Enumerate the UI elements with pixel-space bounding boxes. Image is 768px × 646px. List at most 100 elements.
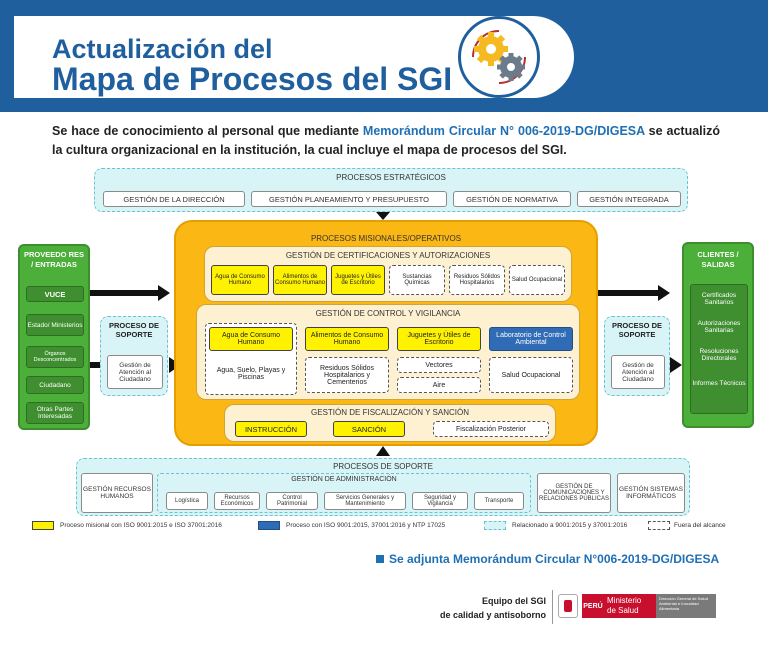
down-arrow — [376, 212, 390, 220]
support-right-item: Gestión de Atención al Ciudadano — [611, 355, 665, 389]
team-line1: Equipo del SGI — [481, 596, 546, 606]
support-left-title: PROCESO DE SOPORTE — [108, 321, 159, 339]
clients-list — [690, 284, 748, 414]
mission-title: PROCESOS MISIONALES/OPERATIVOS — [310, 234, 462, 243]
ministerio-line2: de Salud — [607, 606, 639, 615]
client-item: Informes Técnicos — [692, 379, 746, 387]
intro-paragraph: Se hace de conocimiento al personal que … — [52, 122, 720, 160]
admin-item: Control Patrimonial — [266, 492, 318, 510]
flow-arrow-head — [658, 285, 670, 301]
control-item: Salud Ocupacional — [489, 357, 573, 393]
control-item: Residuos Sólidos Hospitalarios y Cemente… — [305, 357, 389, 393]
clients-column: CLIENTES / SALIDAS Certificados Sanitari… — [682, 242, 754, 428]
supplier-item: Ciudadano — [26, 376, 84, 394]
legend-swatch-yellow — [32, 521, 54, 530]
strategic-title: PROCESOS ESTRATÉGICOS — [336, 173, 446, 182]
peru-label: PERÚ — [582, 594, 604, 618]
control-item: Juguetes y Útiles de Escritorio — [397, 327, 481, 351]
support-item-comms: GESTIÓN DE COMUNICACIONES Y RELACIONES P… — [537, 473, 611, 513]
ministerio-line1: Ministerio — [607, 596, 642, 605]
strategic-item: GESTIÓN INTEGRADA — [577, 191, 681, 207]
suppliers-column: PROVEEDO RES / ENTRADAS VUCE Estado/ Min… — [18, 244, 90, 430]
legend-blue: Proceso con ISO 9001:2015, 37001:2016 y … — [286, 522, 446, 529]
coat-of-arms-icon — [558, 594, 578, 618]
control-item: Agua de Consumo Humano — [209, 327, 293, 351]
gears-icon — [458, 16, 540, 98]
support-left: PROCESO DE SOPORTE Gestión de Atención a… — [100, 316, 168, 396]
cert-item: Salud Ocupacional — [509, 265, 565, 295]
strategic-item: GESTIÓN DE LA DIRECCIÓN — [103, 191, 245, 207]
attachment-note-text: Se adjunta Memorándum Circular N°006-201… — [389, 552, 720, 566]
control-item: Vectores — [397, 357, 481, 373]
supplier-item: VUCE — [26, 286, 84, 302]
team-line2: de calidad y antisoborno — [439, 610, 546, 620]
client-item: Certificados Sanitarios — [701, 292, 737, 306]
suppliers-title: PROVEEDO RES / ENTRADAS — [24, 250, 85, 269]
ministerio-block: Ministerio de Salud — [604, 594, 656, 618]
control-item: Laboratorio de Control Ambiental — [489, 327, 573, 351]
cert-item: Juguetes y Útiles de Escritorio — [331, 265, 385, 295]
client-item: Autorizaciones Sanitarias — [697, 320, 741, 334]
admin-title: GESTIÓN DE ADMINISTRACIÓN — [291, 476, 397, 483]
intro-text-2: se actualizó la cultura organizacional e… — [52, 124, 721, 157]
admin-item: Recursos Económicos — [214, 492, 260, 510]
enforcement-item: Fiscalización Posterior — [433, 421, 549, 437]
supplier-item: Órganos Desconcentrados — [26, 346, 84, 368]
support-item-systems: GESTIÓN SISTEMAS INFORMÁTICOS — [617, 473, 685, 513]
team-signature: Equipo del SGI de calidad y antisoborno — [420, 594, 546, 622]
support-right: PROCESO DE SOPORTE Gestión de Atención a… — [604, 316, 670, 396]
legend-dashed: Fuera del alcance — [674, 522, 726, 529]
control-item: Agua, Suelo, Playas y Piscinas — [216, 367, 286, 381]
legend-swatch-blue — [258, 521, 280, 530]
support-item-rrhh: GESTIÓN RECURSOS HUMANOS — [81, 473, 153, 513]
client-item: Resoluciones Directorales — [699, 348, 739, 362]
intro-text-1: Se hace de conocimiento al personal que … — [52, 124, 359, 138]
strategic-processes: PROCESOS ESTRATÉGICOS GESTIÓN DE LA DIRE… — [94, 168, 688, 212]
strategic-item: GESTIÓN PLANEAMIENTO Y PRESUPUESTO — [251, 191, 447, 207]
strategic-item: GESTIÓN DE NORMATIVA — [453, 191, 571, 207]
support-left-item: Gestión de Atención al Ciudadano — [107, 355, 163, 389]
flow-arrow-head — [670, 357, 682, 373]
support-right-title: PROCESO DE SOPORTE — [611, 321, 662, 339]
control-title: GESTIÓN DE CONTROL Y VIGILANCIA — [315, 309, 461, 318]
legend-swatch-dashed — [648, 521, 670, 530]
supplier-item: Estado/ Ministerios — [26, 314, 84, 336]
mission-processes: PROCESOS MISIONALES/OPERATIVOS GESTIÓN D… — [174, 220, 598, 446]
flow-arrow-bar — [598, 290, 658, 296]
legend-yellow: Proceso misional con ISO 9001:2015 e ISO… — [60, 522, 222, 529]
admin-item: Logística — [166, 492, 208, 510]
bullet-square-icon — [376, 555, 384, 563]
page-title-line2: Mapa de Procesos del SGI — [52, 61, 453, 97]
flow-arrow-bar — [90, 290, 158, 296]
cert-item: Alimentos de Consumo Humano — [273, 265, 327, 295]
certifications-title: GESTIÓN DE CERTIFICACIONES Y AUTORIZACIO… — [285, 251, 491, 260]
cert-item: Residuos Sólidos Hospitalarios — [449, 265, 505, 295]
support-processes-title: PROCESOS DE SOPORTE — [333, 462, 433, 471]
attachment-note: Se adjunta Memorándum Circular N°006-201… — [376, 552, 719, 566]
cert-item: Sustancias Químicas — [389, 265, 445, 295]
enforcement-panel: GESTIÓN DE FISCALIZACIÓN Y SANCIÓN INSTR… — [224, 404, 556, 442]
admin-item: Transporte — [474, 492, 524, 510]
memorandum-reference: Memorándum Circular N° 006-2019-DG/DIGES… — [362, 124, 645, 138]
certifications-panel: GESTIÓN DE CERTIFICACIONES Y AUTORIZACIO… — [204, 246, 572, 302]
enforcement-title: GESTIÓN DE FISCALIZACIÓN Y SANCIÓN — [311, 408, 469, 417]
control-item: Alimentos de Consumo Humano — [305, 327, 389, 351]
divider — [552, 590, 553, 624]
cert-item: Agua de Consumo Humano — [211, 265, 269, 295]
enforcement-item: INSTRUCCIÓN — [235, 421, 307, 437]
admin-group: GESTIÓN DE ADMINISTRACIÓN Logística Recu… — [157, 473, 531, 513]
direccion-block: Dirección General de Salud Ambiental e I… — [656, 594, 716, 618]
enforcement-item: SANCIÓN — [333, 421, 405, 437]
legend-swatch-cyan — [484, 521, 506, 530]
up-arrow — [376, 446, 390, 456]
flow-arrow-bar — [90, 362, 102, 368]
control-panel: GESTIÓN DE CONTROL Y VIGILANCIA Agua de … — [196, 304, 580, 400]
process-map-diagram: PROCESOS ESTRATÉGICOS GESTIÓN DE LA DIRE… — [14, 166, 754, 538]
legend-cyan: Relacionado a 9001:2015 y 37001:2016 — [512, 522, 628, 529]
control-item: Aire — [397, 377, 481, 393]
admin-item: Servicios Generales y Mantenimiento — [324, 492, 406, 510]
page-title-line1: Actualización del — [52, 34, 273, 64]
clients-title: CLIENTES / SALIDAS — [697, 250, 739, 269]
ministry-logo: PERÚ Ministerio de Salud Dirección Gener… — [558, 592, 716, 622]
admin-item: Seguridad y Vigilancia — [412, 492, 468, 510]
